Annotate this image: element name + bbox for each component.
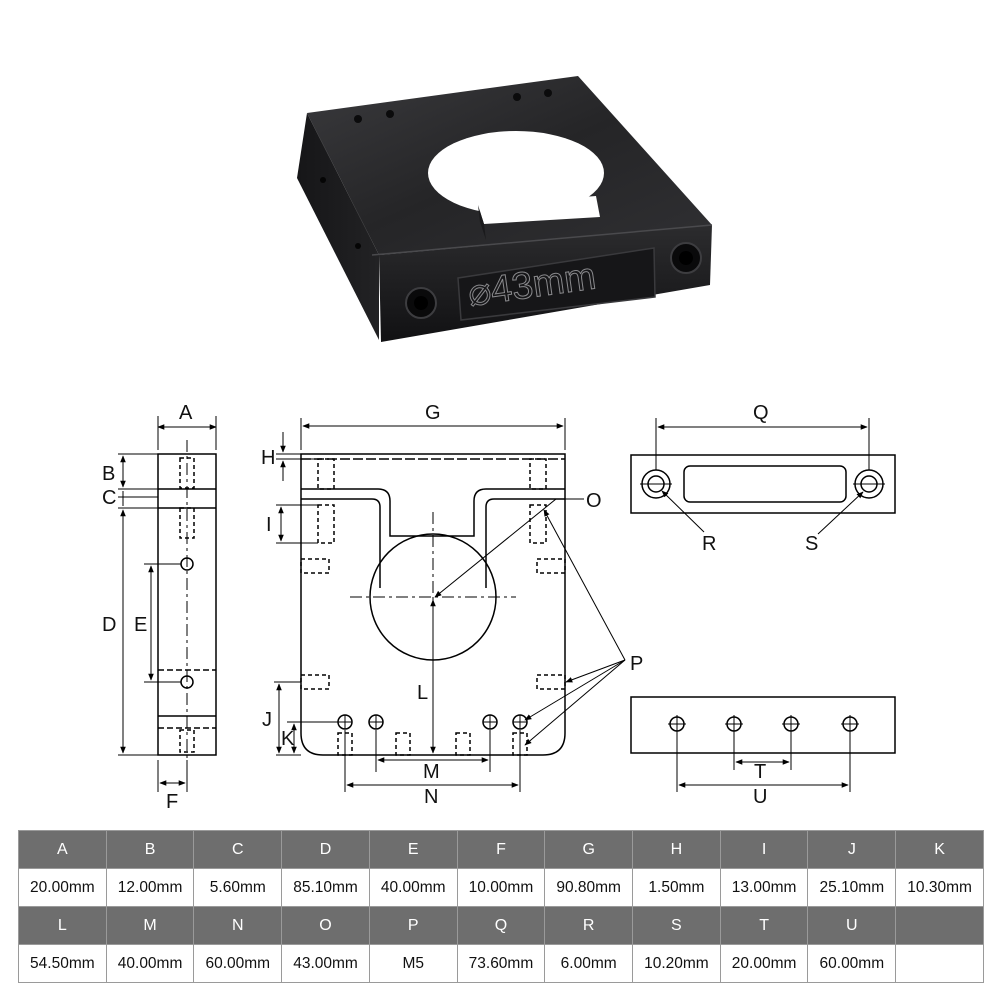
table-header-cell: N: [193, 906, 283, 945]
table-cell: 40.00mm: [368, 868, 458, 907]
dim-label-o: O: [586, 490, 602, 512]
table-header-cell: C: [193, 830, 283, 869]
table-cell: 10.30mm: [895, 868, 984, 907]
dim-label-e: E: [134, 614, 147, 636]
dim-label-j: J: [262, 709, 272, 731]
face-view: [630, 418, 896, 535]
table-header-cell: L: [18, 906, 107, 945]
table-header-cell: O: [281, 906, 370, 945]
table-header-cell: G: [544, 830, 634, 869]
motor-bore: [428, 131, 604, 215]
dim-label-l: L: [417, 682, 428, 704]
table-cell: [895, 944, 984, 983]
top-hole-icon: [544, 89, 552, 97]
dim-label-d: D: [102, 614, 116, 636]
top-hole-icon: [513, 93, 521, 101]
table-header-cell: K: [895, 830, 984, 869]
table-cell: 1.50mm: [632, 868, 721, 907]
table-header-cell: B: [105, 830, 195, 869]
table-header-cell: T: [719, 906, 809, 945]
table-cell: 25.10mm: [807, 868, 897, 907]
table-header-cell: Q: [456, 906, 546, 945]
dim-label-m: M: [423, 761, 440, 783]
table-header-cell: P: [368, 906, 458, 945]
side-hole-icon: [355, 243, 361, 249]
bottom-view: [630, 696, 896, 792]
product-photo: ⌀43mm: [297, 76, 713, 342]
table-cell: M5: [368, 944, 458, 983]
table-header-cell: U: [807, 906, 897, 945]
dim-label-n: N: [424, 786, 438, 808]
table-cell: 54.50mm: [18, 944, 107, 983]
table-header-row: A B C D E F G H I J K: [18, 830, 984, 869]
table-cell: 10.20mm: [632, 944, 721, 983]
table-header-cell: A: [18, 830, 107, 869]
front-view: [274, 418, 626, 792]
technical-drawing: A B C D E F G H I J K L M N O P Q R S T …: [102, 402, 896, 813]
table-header-cell: [895, 906, 984, 945]
table-cell: 13.00mm: [719, 868, 809, 907]
bore-slot: [478, 196, 600, 224]
side-hole-icon: [320, 177, 326, 183]
table-cell: 60.00mm: [193, 944, 283, 983]
table-header-cell: F: [456, 830, 546, 869]
table-cell: 40.00mm: [105, 944, 195, 983]
table-header-cell: R: [544, 906, 634, 945]
dimension-table: A B C D E F G H I J K 20.00mm 12.00mm 5.…: [18, 830, 984, 983]
dim-label-g: G: [425, 402, 441, 424]
table-cell: 85.10mm: [281, 868, 370, 907]
dim-label-t: T: [754, 761, 766, 783]
side-view: [118, 416, 217, 792]
table-cell: 5.60mm: [193, 868, 283, 907]
table-cell: 43.00mm: [281, 944, 370, 983]
dim-label-u: U: [753, 786, 767, 808]
table-cell: 6.00mm: [544, 944, 634, 983]
table-cell: 12.00mm: [105, 868, 195, 907]
table-cell: 10.00mm: [456, 868, 546, 907]
dim-label-b: B: [102, 463, 115, 485]
table-cell: 20.00mm: [719, 944, 809, 983]
engraving-plate: [457, 247, 656, 321]
dim-label-q: Q: [753, 402, 769, 424]
mount-side-face: [297, 113, 379, 340]
table-header-cell: E: [368, 830, 458, 869]
table-header-cell: I: [719, 830, 809, 869]
top-hole-icon: [386, 110, 394, 118]
dim-label-h: H: [261, 447, 275, 469]
table-header-row: L M N O P Q R S T U: [18, 906, 984, 945]
table-cell: 90.80mm: [544, 868, 634, 907]
dim-label-s: S: [805, 533, 818, 555]
dim-label-k: K: [281, 728, 295, 750]
table-cell: 73.60mm: [456, 944, 546, 983]
table-header-cell: D: [281, 830, 370, 869]
table-header-cell: H: [632, 830, 721, 869]
table-cell: 60.00mm: [807, 944, 897, 983]
table-cell: 20.00mm: [18, 868, 107, 907]
table-header-cell: J: [807, 830, 897, 869]
dim-label-a: A: [179, 402, 193, 424]
table-row: 20.00mm 12.00mm 5.60mm 85.10mm 40.00mm 1…: [18, 868, 984, 907]
dim-label-p: P: [630, 653, 643, 675]
table-header-cell: M: [105, 906, 195, 945]
dim-label-r: R: [702, 533, 716, 555]
table-row: 54.50mm 40.00mm 60.00mm 43.00mm M5 73.60…: [18, 944, 984, 983]
dim-label-f: F: [166, 791, 178, 813]
top-hole-icon: [354, 115, 362, 123]
table-header-cell: S: [632, 906, 721, 945]
dim-label-i: I: [266, 514, 272, 536]
dim-label-c: C: [102, 487, 116, 509]
